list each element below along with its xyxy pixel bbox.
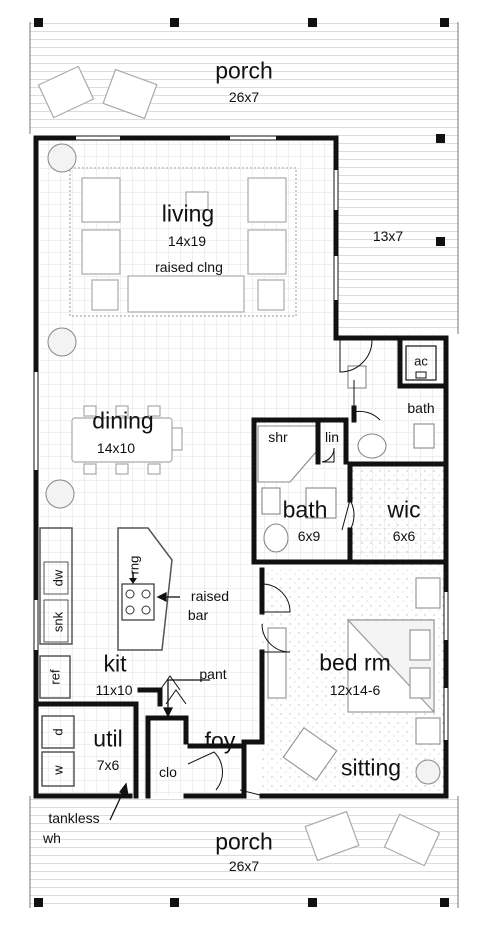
- dining-label: dining: [92, 407, 154, 434]
- pantry-label: pant: [199, 666, 227, 682]
- dishwasher-label: dw: [50, 569, 66, 587]
- dryer-label: d: [50, 728, 66, 736]
- porch-top-label: porch: [215, 57, 273, 84]
- tankless-label-line2: wh: [43, 830, 61, 846]
- porch-bottom-label: porch: [215, 828, 273, 855]
- range: [121, 583, 155, 621]
- porch-posts: [34, 18, 449, 907]
- ac-label: ac: [414, 353, 428, 369]
- dining-table: [71, 405, 183, 475]
- bedroom-label: bed rm: [319, 649, 391, 676]
- washer: [41, 751, 75, 787]
- raised-bar-line2: bar: [187, 607, 209, 623]
- small-bath-label: bath: [407, 400, 435, 416]
- porch-chairs-bottom: [304, 810, 441, 867]
- windows: [34, 136, 448, 740]
- kit-label: kit: [103, 650, 127, 677]
- porch-bottom-dims: 26x7: [228, 858, 260, 874]
- living-furniture: [81, 177, 287, 313]
- bath-dims: 6x9: [297, 528, 321, 544]
- door-swings: [159, 339, 381, 797]
- porch-top-area: [30, 22, 458, 134]
- washer-label: w: [50, 765, 66, 775]
- side-porch-area: [336, 134, 458, 334]
- wic-dims: 6x6: [392, 528, 416, 544]
- refrigerator-label: ref: [47, 669, 63, 685]
- kitchen-counter: [39, 527, 73, 645]
- pointer-arrows: [109, 591, 210, 821]
- foy-label: foy: [204, 727, 236, 754]
- ac-unit: [405, 345, 437, 381]
- shower-label: shr: [268, 429, 288, 445]
- bath-label: bath: [282, 496, 328, 523]
- util-dims: 7x6: [96, 757, 120, 773]
- walls: [33, 135, 449, 799]
- living-dims: 14x19: [167, 233, 207, 249]
- bedroom-dims: 12x14-6: [329, 682, 381, 698]
- porch-chairs-top: [37, 65, 158, 120]
- wic-label: wic: [387, 496, 421, 523]
- dining-dims: 14x10: [96, 440, 136, 456]
- living-note: raised clng: [155, 259, 223, 275]
- range-label: rng: [126, 555, 142, 575]
- tankless-label-line1: tankless: [48, 810, 100, 826]
- refrigerator: [39, 655, 71, 699]
- living-label: living: [161, 200, 215, 227]
- dryer: [41, 715, 75, 749]
- raised-bar-line1: raised: [190, 588, 230, 604]
- kit-dims: 11x10: [95, 682, 133, 698]
- sink-label: snk: [50, 611, 66, 633]
- bath-fixtures: [257, 365, 435, 553]
- living-rug: [69, 167, 297, 317]
- porch-top-dims: 26x7: [228, 89, 260, 105]
- side-porch-dims: 13x7: [372, 228, 404, 244]
- porch-bottom-area: [30, 796, 458, 908]
- plants: [45, 143, 441, 785]
- sitting-label: sitting: [340, 754, 402, 781]
- linen-label: lin: [324, 429, 340, 445]
- clo-label: clo: [159, 764, 177, 780]
- util-label: util: [93, 725, 123, 752]
